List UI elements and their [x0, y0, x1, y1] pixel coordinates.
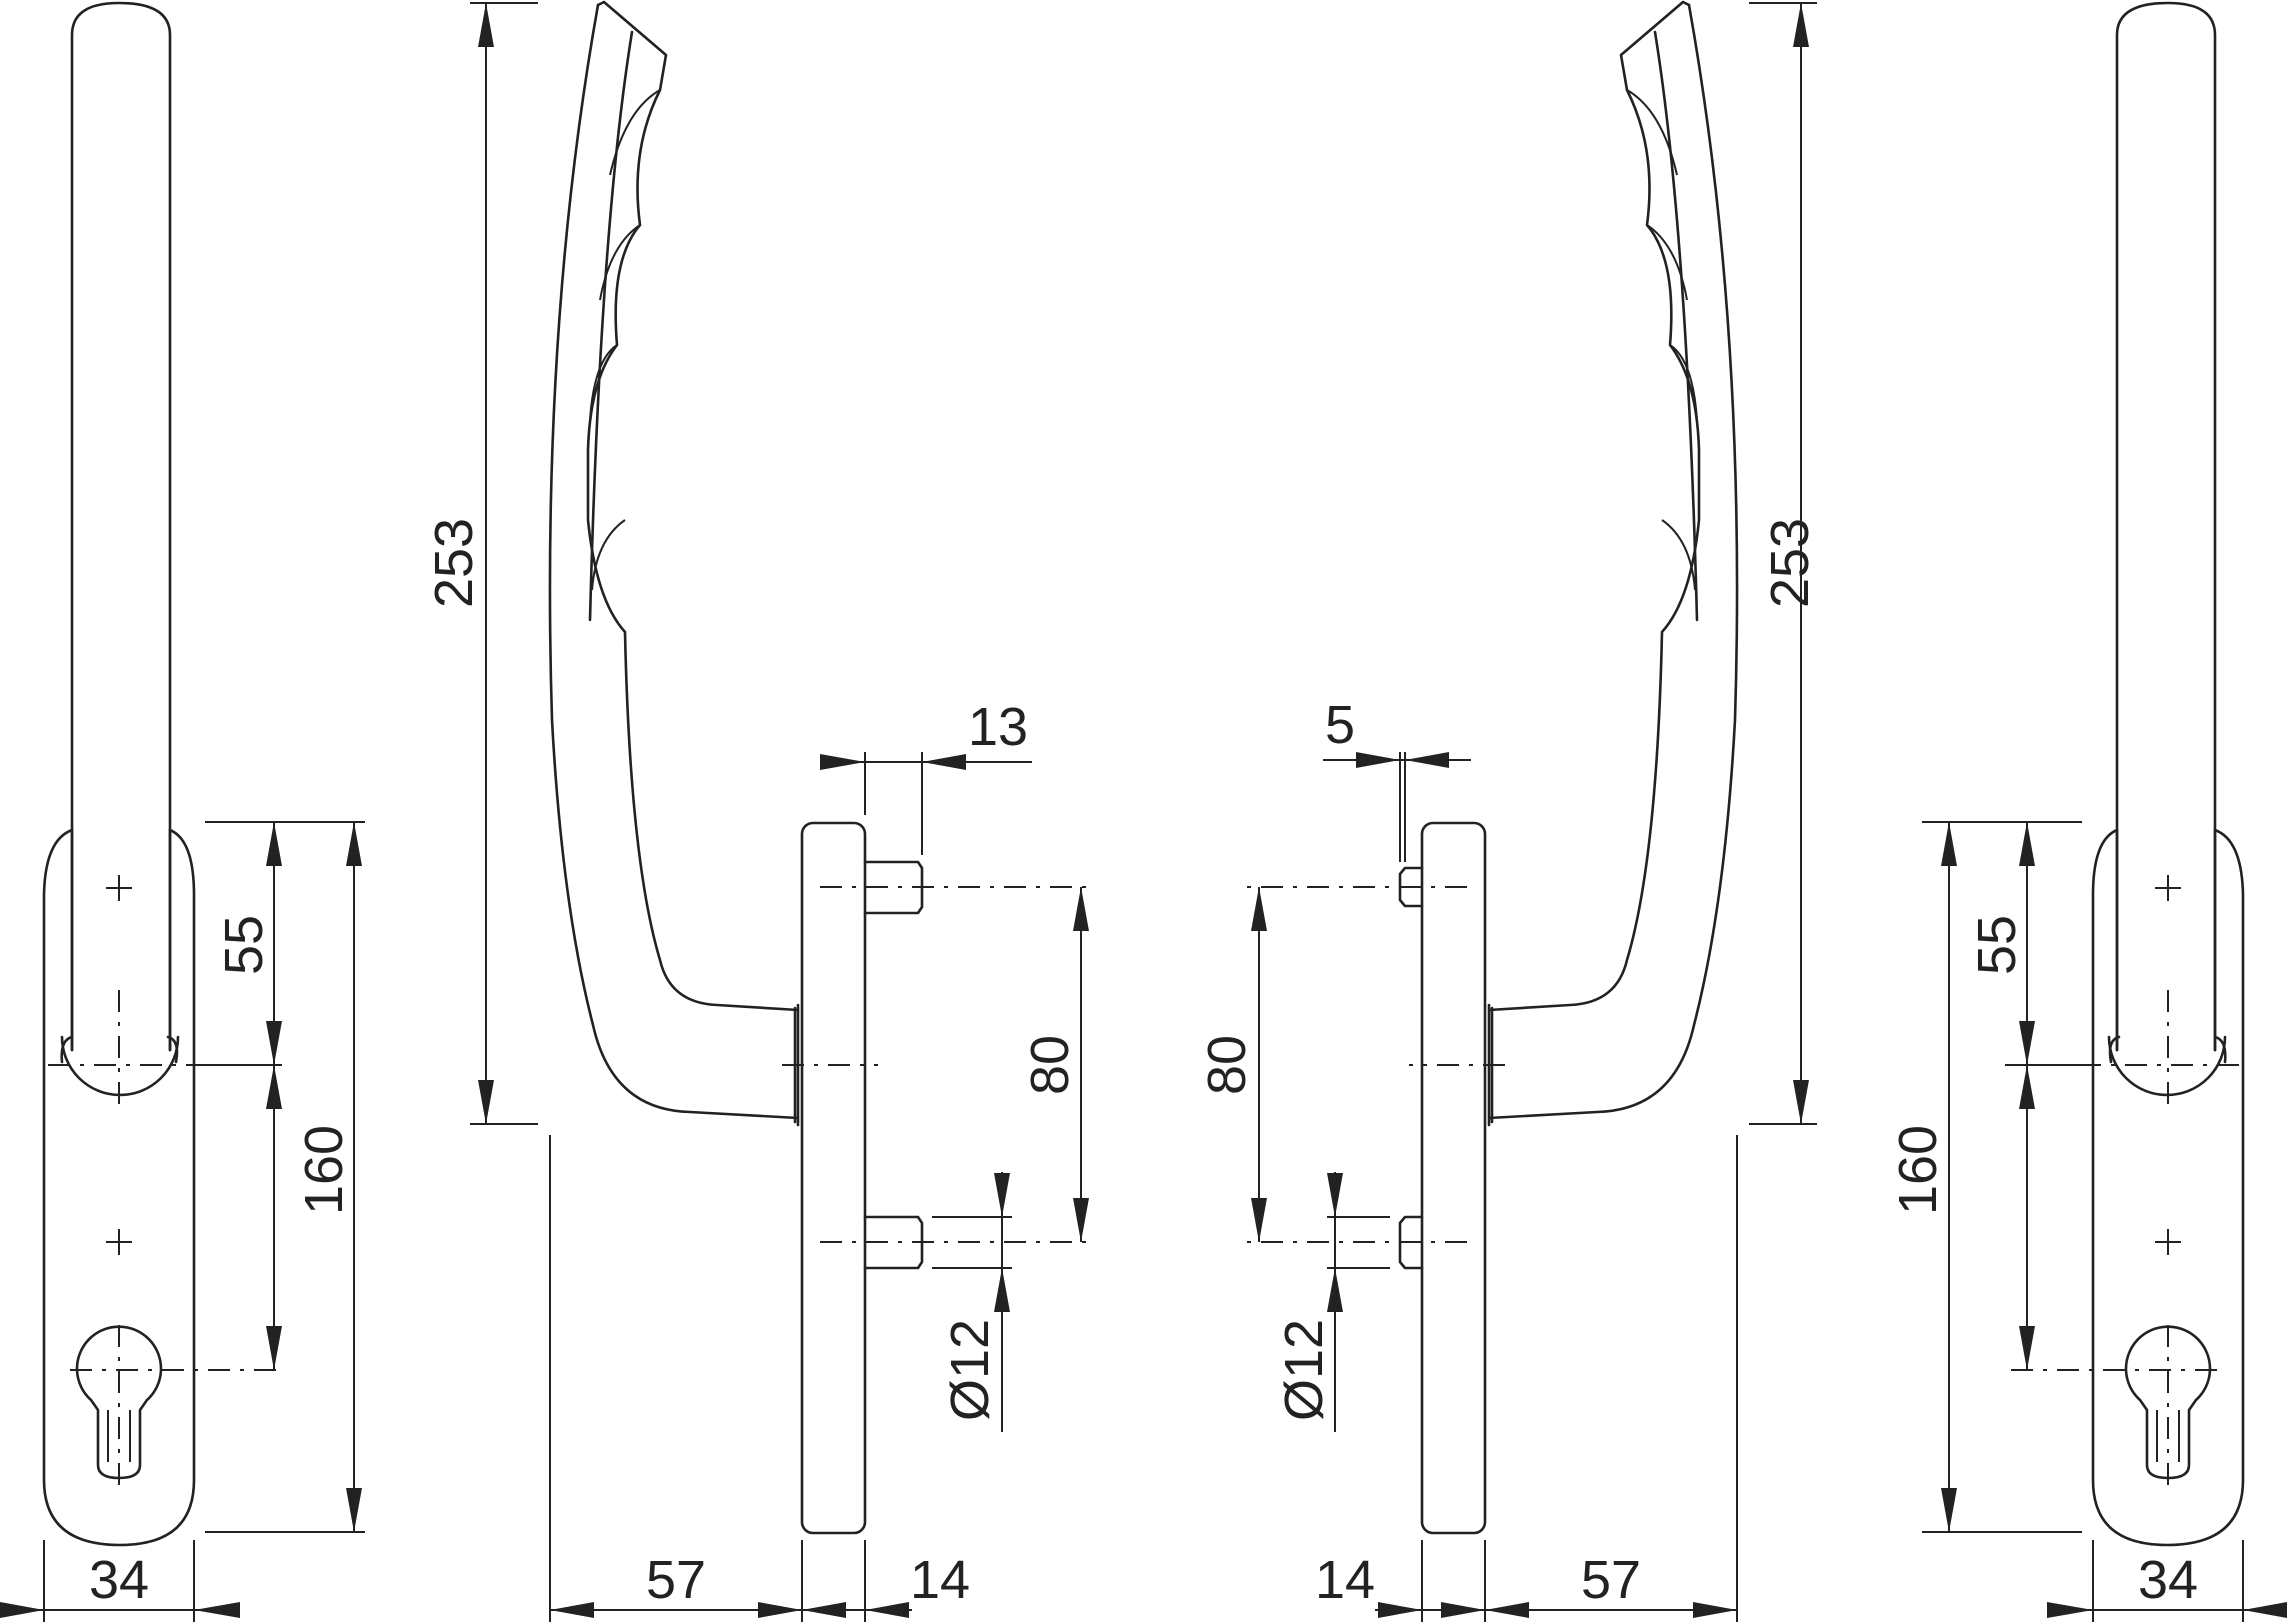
right-front-view: 34 55 160 — [1888, 1, 2287, 1622]
left-front-view: 34 55 160 — [0, 1, 365, 1622]
dim-right-spindle-diameter: Ø12 — [1274, 1319, 1334, 1421]
dim-right-projection: 57 — [1581, 1550, 1641, 1610]
dim-right-height: 253 — [1760, 518, 1820, 608]
dim-left-offset-top: 55 — [214, 915, 274, 975]
dim-right-spindle-length: 5 — [1325, 695, 1355, 755]
dim-left-width: 34 — [89, 1550, 149, 1610]
dim-left-projection: 57 — [646, 1550, 706, 1610]
dim-left-height: 253 — [424, 518, 484, 608]
left-side-profile: 253 13 80 Ø12 57 14 — [424, 0, 1092, 1622]
dim-left-spindle-spacing: 80 — [1020, 1035, 1080, 1095]
dim-left-spacing: 160 — [294, 1125, 354, 1215]
dim-left-spindle-length: 13 — [968, 697, 1028, 757]
dim-right-rose-thickness: 14 — [1315, 1550, 1375, 1610]
right-side-profile: 253 5 80 Ø12 14 57 — [1197, 0, 1820, 1622]
dim-right-offset-top: 55 — [1967, 915, 2027, 975]
dim-right-spacing: 160 — [1888, 1125, 1948, 1215]
dim-left-rose-thickness: 14 — [910, 1550, 970, 1610]
dim-left-spindle-diameter: Ø12 — [940, 1319, 1000, 1421]
dim-right-width: 34 — [2138, 1550, 2198, 1610]
dim-right-spindle-spacing: 80 — [1197, 1035, 1257, 1095]
